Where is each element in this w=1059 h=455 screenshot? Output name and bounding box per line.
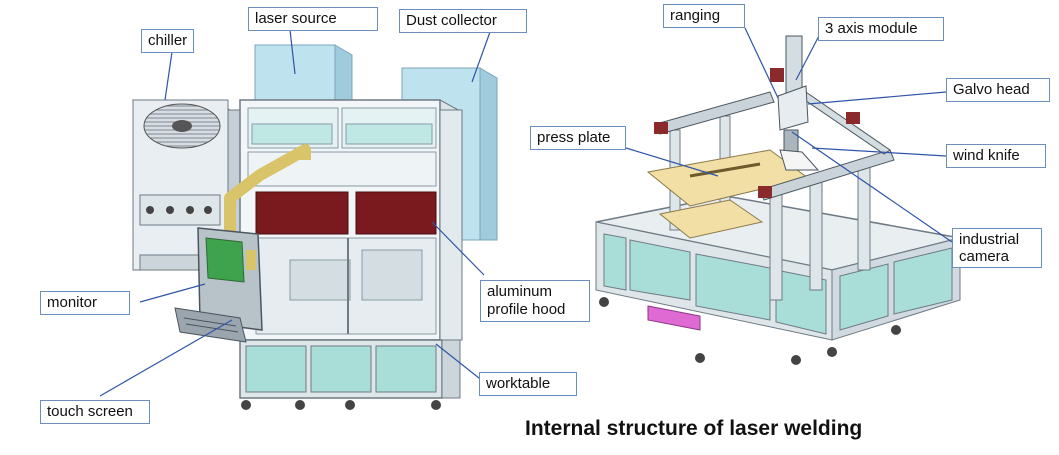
label-3-axis-module: 3 axis module	[818, 17, 944, 41]
worktable-base	[239, 339, 461, 410]
label-hood-line2: profile hood	[487, 301, 566, 318]
leader-monitor	[139, 283, 206, 303]
leader-industrial-camera	[791, 131, 953, 243]
label-monitor: monitor	[40, 291, 130, 315]
label-press-plate: press plate	[530, 126, 626, 150]
label-dust-collector: Dust collector	[399, 9, 527, 33]
aluminum-profile-hood-frame	[239, 99, 463, 341]
label-worktable: worktable	[479, 372, 577, 396]
leader-touch-screen	[99, 319, 233, 397]
leader-chiller	[164, 51, 173, 101]
galvo-head	[777, 85, 809, 153]
leader-lines	[99, 27, 953, 397]
touch-screen-keyboard	[174, 307, 247, 343]
label-camera-line1: industrial	[959, 231, 1020, 248]
label-industrial-camera: industrial camera	[952, 228, 1042, 268]
press-plate	[646, 149, 810, 239]
leader-axis-module	[795, 29, 823, 81]
leader-press-plate	[625, 147, 719, 177]
label-laser-source: laser source	[248, 7, 378, 31]
leader-ranging	[744, 27, 779, 99]
leader-hood	[431, 221, 485, 276]
leader-galvo-head	[807, 91, 947, 105]
leader-dust-collector	[471, 31, 491, 83]
label-galvo-head: Galvo head	[946, 78, 1050, 102]
label-chiller: chiller	[141, 29, 195, 53]
leader-laser-source	[289, 29, 296, 75]
leader-wind-knife	[811, 147, 947, 157]
label-aluminum-profile-hood: aluminum profile hood	[480, 280, 590, 322]
monitor-arm	[224, 144, 311, 240]
diagram-caption: Internal structure of laser welding	[525, 417, 863, 440]
wind-knife	[779, 149, 820, 171]
monitor-screen	[197, 227, 263, 331]
label-ranging: ranging	[663, 4, 745, 28]
label-wind-knife: wind knife	[946, 144, 1046, 168]
xy-rails	[654, 87, 895, 201]
label-camera-line2: camera	[959, 248, 1010, 265]
leader-worktable	[435, 343, 485, 383]
label-hood-line1: aluminum	[487, 283, 553, 300]
label-touch-screen: touch screen	[40, 400, 150, 424]
